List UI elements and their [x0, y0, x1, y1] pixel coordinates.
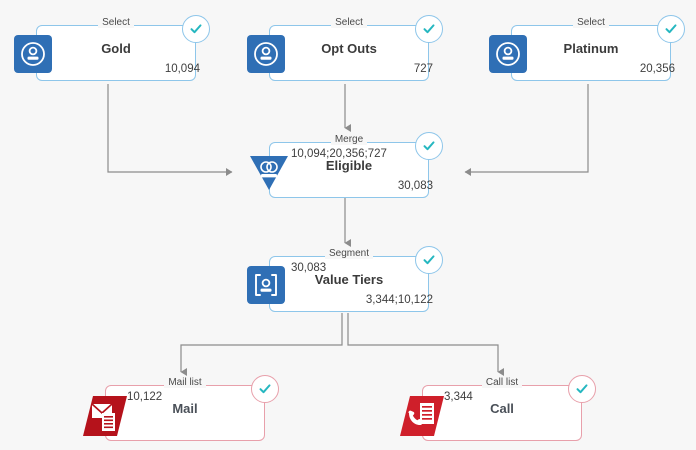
- node-gold[interactable]: Select Gold 10,094: [14, 13, 214, 95]
- node-mail-title: Mail: [172, 401, 198, 416]
- node-platinum-caption: Select: [511, 17, 671, 28]
- segment-person-icon: [247, 266, 285, 304]
- node-opt-outs-status-badge[interactable]: [415, 15, 443, 43]
- node-eligible-title: Eligible: [325, 158, 373, 173]
- node-mail-status-badge[interactable]: [251, 375, 279, 403]
- node-call-caption: Call list: [422, 377, 582, 388]
- node-value-tiers-status-badge[interactable]: [415, 246, 443, 274]
- node-gold-count-out: 10,094: [164, 63, 200, 75]
- complete-check-icon: [576, 384, 588, 394]
- complete-check-icon: [423, 141, 435, 151]
- node-eligible-status-badge[interactable]: [415, 132, 443, 160]
- node-call-count-in: 3,344: [444, 391, 473, 403]
- node-platinum-status-badge[interactable]: [657, 15, 685, 43]
- node-eligible-count-in: 10,094;20,356;727: [291, 148, 387, 160]
- complete-check-icon: [665, 24, 677, 34]
- node-gold-title: Gold: [101, 41, 131, 56]
- node-call-status-badge[interactable]: [568, 375, 596, 403]
- node-opt-outs-caption: Select: [269, 17, 429, 28]
- wire-platinum-to-eligible: [464, 84, 589, 176]
- select-person-icon: [14, 35, 52, 73]
- node-mail-count-in: 10,122: [127, 391, 163, 403]
- node-gold-status-badge[interactable]: [182, 15, 210, 43]
- node-eligible-count-out: 30,083: [397, 180, 433, 192]
- complete-check-icon: [190, 24, 202, 34]
- node-call[interactable]: Call list 3,344 Call: [400, 373, 600, 450]
- node-mail-body[interactable]: [105, 385, 265, 441]
- node-value-tiers-title: Value Tiers: [314, 272, 384, 287]
- node-mail[interactable]: Mail list 10,122 Mail: [83, 373, 283, 450]
- complete-check-icon: [259, 384, 271, 394]
- select-person-icon: [247, 35, 285, 73]
- node-platinum-count-out: 20,356: [639, 63, 675, 75]
- node-eligible-body[interactable]: [269, 142, 429, 198]
- node-platinum-title: Platinum: [563, 41, 619, 56]
- wire-gold-to-eligible: [107, 84, 233, 176]
- node-mail-caption: Mail list: [105, 377, 265, 388]
- node-value-tiers[interactable]: Segment 30,083 Value Tiers 3,344;10,122: [247, 244, 447, 326]
- merge-funnel-icon: [247, 150, 291, 194]
- mail-envelope-icon: [81, 393, 131, 439]
- node-value-tiers-caption: Segment: [269, 248, 429, 259]
- node-value-tiers-count-out: 3,344;10,122: [365, 294, 433, 306]
- node-eligible-caption: Merge: [269, 134, 429, 145]
- node-opt-outs[interactable]: Select Opt Outs 727: [247, 13, 447, 95]
- node-call-title: Call: [490, 401, 514, 416]
- call-phone-icon: [398, 393, 448, 439]
- complete-check-icon: [423, 24, 435, 34]
- complete-check-icon: [423, 255, 435, 265]
- node-opt-outs-title: Opt Outs: [321, 41, 377, 56]
- node-eligible[interactable]: Merge 10,094;20,356;727 Eligible 30,083: [247, 130, 447, 212]
- node-call-body[interactable]: [422, 385, 582, 441]
- node-platinum[interactable]: Select Platinum 20,356: [489, 13, 689, 95]
- node-gold-caption: Select: [36, 17, 196, 28]
- select-person-icon: [489, 35, 527, 73]
- node-opt-outs-count-out: 727: [413, 63, 433, 75]
- node-value-tiers-count-in: 30,083: [291, 262, 327, 274]
